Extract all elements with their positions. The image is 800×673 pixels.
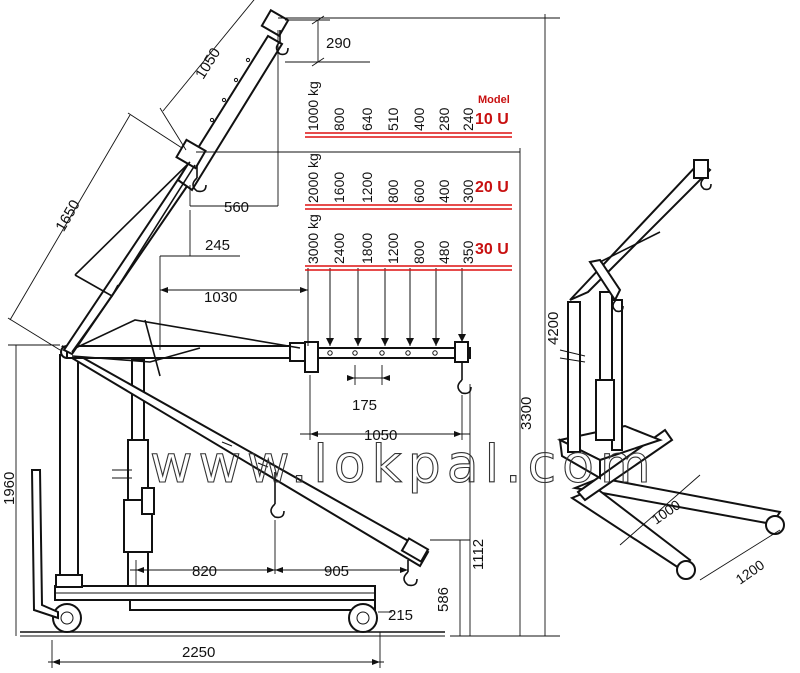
dim-1960: 1960 xyxy=(1,472,18,505)
dimension-lines xyxy=(7,0,560,668)
watermark: www.lokpal.com xyxy=(150,435,657,495)
inclined-arm xyxy=(62,8,290,356)
capacity-value: 1200 xyxy=(359,172,375,203)
dimension-ticks xyxy=(52,287,462,665)
dim-1200: 1200 xyxy=(733,556,768,587)
model-label-10u: 10 U xyxy=(475,111,509,128)
capacity-value: 800 xyxy=(331,107,347,131)
dim-905: 905 xyxy=(324,563,349,580)
dim-4200: 4200 xyxy=(545,312,562,345)
model-header: Model xyxy=(478,94,510,106)
floor-line xyxy=(20,631,445,637)
dim-1050-beam: 1050 xyxy=(364,427,397,444)
model-label-30u: 30 U xyxy=(475,241,509,258)
mast xyxy=(55,354,83,588)
arm-strut xyxy=(71,161,196,353)
capacity-value: 600 xyxy=(411,179,427,203)
capacity-value: 640 xyxy=(359,107,375,131)
capacity-value: 280 xyxy=(436,107,452,131)
dim-215: 215 xyxy=(388,607,413,624)
capacity-value: 350 xyxy=(460,240,476,264)
dim-175: 175 xyxy=(352,397,377,414)
hook-top xyxy=(275,30,289,56)
capacity-value: 2000 kg xyxy=(305,153,321,203)
model-label-20u: 20 U xyxy=(475,179,509,196)
hook-lower-mid xyxy=(270,472,285,519)
capacity-value: 400 xyxy=(411,107,427,131)
dim-1030: 1030 xyxy=(204,289,237,306)
capacity-value: 400 xyxy=(436,179,452,203)
hydraulic-ram xyxy=(112,359,155,587)
capacity-value: 300 xyxy=(460,179,476,203)
dim-3300: 3300 xyxy=(518,397,535,430)
push-handle xyxy=(30,469,59,620)
capacity-value: 1600 xyxy=(331,172,347,203)
capacity-value: 800 xyxy=(385,179,401,203)
capacity-value: 1800 xyxy=(359,233,375,264)
hook-boom-end xyxy=(457,362,472,395)
perspective-dims xyxy=(619,474,781,581)
dim-820: 820 xyxy=(192,563,217,580)
capacity-value: 1000 kg xyxy=(305,81,321,131)
dim-2250: 2250 xyxy=(182,644,215,661)
dim-245: 245 xyxy=(205,237,230,254)
capacity-value: 2400 xyxy=(331,233,347,264)
dim-290: 290 xyxy=(326,35,351,52)
dim-586: 586 xyxy=(435,587,452,612)
capacity-value: 800 xyxy=(411,240,427,264)
capacity-value: 240 xyxy=(460,107,476,131)
dim-1112: 1112 xyxy=(470,539,487,570)
base-frame xyxy=(54,585,376,611)
dim-560: 560 xyxy=(224,199,249,216)
load-arrows xyxy=(326,268,466,346)
perspective-crane xyxy=(557,159,785,580)
horizontal-boom xyxy=(66,341,471,373)
capacity-value: 1200 xyxy=(385,233,401,264)
capacity-value: 3000 kg xyxy=(305,214,321,264)
capacity-value: 510 xyxy=(385,107,401,131)
wheel-rear xyxy=(52,603,82,633)
boom-bracing xyxy=(66,319,301,377)
capacity-value: 480 xyxy=(436,240,452,264)
wheel-front xyxy=(348,603,378,633)
hook-arm-mid xyxy=(192,165,207,193)
capacity-table xyxy=(305,132,512,346)
dim-1050-arm: 1050 xyxy=(192,45,224,82)
